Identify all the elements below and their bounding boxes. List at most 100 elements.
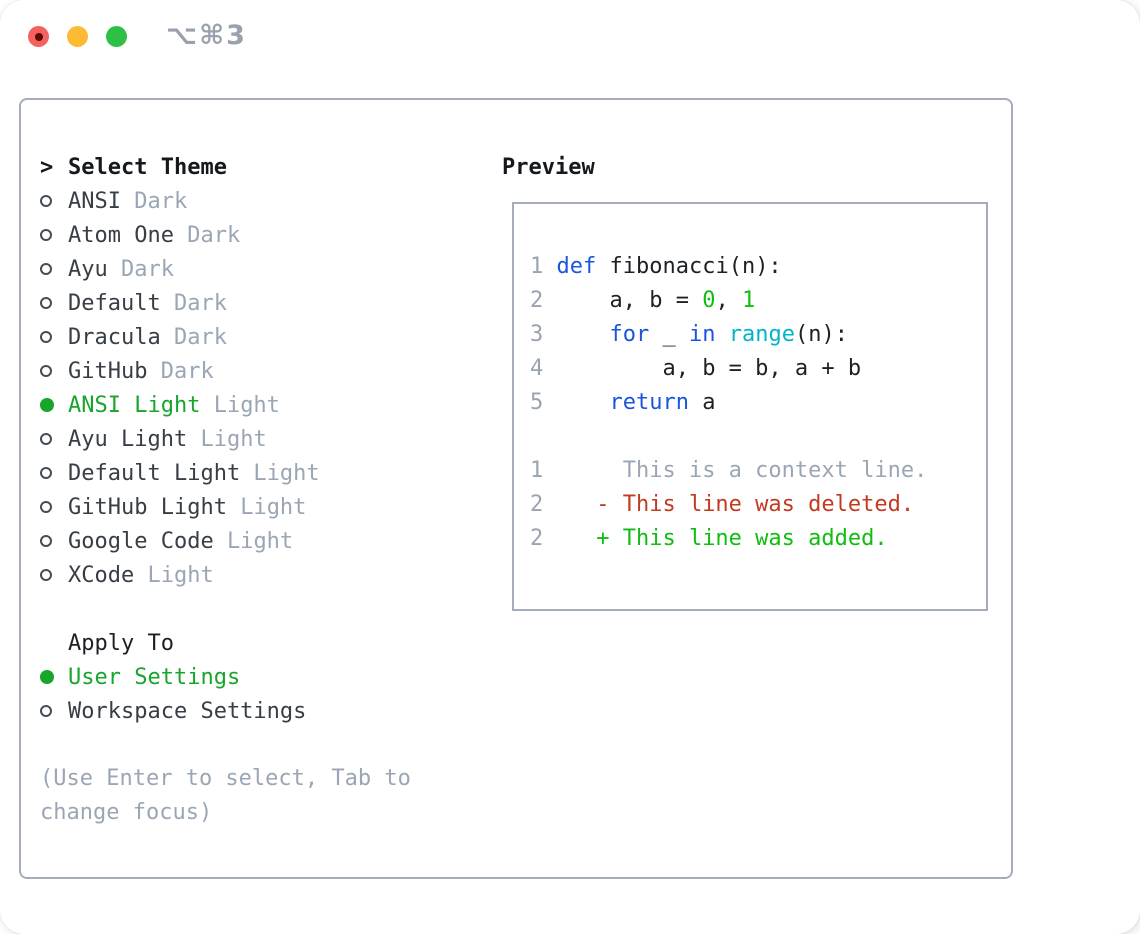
- theme-option-xcode[interactable]: XCode Light: [40, 558, 320, 592]
- radio-selected-icon: [40, 398, 54, 412]
- traffic-lights: [28, 26, 127, 47]
- theme-name: Atom One: [68, 222, 174, 248]
- theme-option-ansi-light[interactable]: ANSI Light Light: [40, 388, 320, 422]
- code-token-code: fibonacci(n):: [596, 254, 782, 279]
- close-dot-icon: [34, 32, 43, 41]
- theme-name: Ayu: [68, 256, 108, 282]
- theme-option-google-code[interactable]: Google Code Light: [40, 524, 320, 558]
- code-token-code: (n):: [794, 322, 848, 347]
- radio-unselected-icon: [40, 569, 52, 581]
- theme-name: Google Code: [68, 528, 214, 554]
- code-token-code: [543, 390, 609, 415]
- radio-unselected-icon: [40, 705, 52, 717]
- theme-name: GitHub: [68, 358, 148, 384]
- theme-option-github[interactable]: GitHub Dark: [40, 354, 320, 388]
- radio-unselected-icon: [40, 467, 52, 479]
- code-token-code: [543, 254, 556, 279]
- theme-name: Default Light: [68, 460, 241, 486]
- apply-option-user-settings[interactable]: User Settings: [40, 660, 306, 694]
- line-number: 1: [530, 458, 544, 483]
- line-number: 3: [530, 322, 544, 347]
- code-token-code: a, b = b, a + b: [543, 356, 862, 381]
- code-line: [530, 420, 986, 454]
- help-hint: (Use Enter to select, Tab to change focu…: [40, 766, 425, 825]
- code-token-literal: 0: [702, 288, 716, 313]
- theme-variant-label: Light: [240, 460, 320, 486]
- code-line: 4 a, b = b, a + b: [530, 352, 986, 386]
- line-number: 1: [530, 254, 544, 279]
- code-token-keyword: for: [609, 322, 650, 347]
- line-number: 5: [530, 390, 544, 415]
- code-token-literal: 1: [741, 288, 756, 313]
- theme-variant-label: Dark: [160, 324, 227, 350]
- theme-name: Default: [68, 290, 161, 316]
- theme-variant-label: Dark: [173, 222, 241, 248]
- theme-variant-label: Light: [226, 494, 307, 520]
- preview-title: Preview: [502, 154, 595, 180]
- theme-option-github-light[interactable]: GitHub Light Light: [40, 490, 320, 524]
- radio-unselected-icon: [40, 297, 52, 309]
- apply-to-title: Apply To: [68, 630, 174, 656]
- code-token-keyword: def: [556, 254, 597, 279]
- code-line: 3 for _ in range(n):: [530, 318, 986, 352]
- code-line: 2 a, b = 0, 1: [530, 284, 986, 318]
- radio-selected-icon: [40, 670, 54, 684]
- theme-option-default[interactable]: Default Dark: [40, 286, 320, 320]
- apply-option-workspace-settings[interactable]: Workspace Settings: [40, 694, 306, 728]
- radio-unselected-icon: [40, 501, 52, 513]
- window-title-shortcut: ⌥⌘3: [166, 20, 247, 51]
- code-token-code: [543, 322, 609, 347]
- radio-unselected-icon: [40, 433, 52, 445]
- code-token-deleted: - This line was deleted.: [543, 492, 915, 517]
- code-line: 5 return a: [530, 386, 986, 420]
- code-line: 1 def fibonacci(n):: [530, 250, 986, 284]
- code-line: 2 - This line was deleted.: [530, 488, 986, 522]
- radio-unselected-icon: [40, 331, 52, 343]
- apply-option-label: User Settings: [68, 664, 241, 690]
- theme-name: ANSI: [68, 188, 121, 214]
- theme-option-default-light[interactable]: Default Light Light: [40, 456, 320, 490]
- apply-option-label: Workspace Settings: [68, 698, 307, 724]
- radio-unselected-icon: [40, 263, 52, 275]
- code-token-keyword: in: [688, 322, 716, 347]
- minimize-button[interactable]: [67, 26, 88, 47]
- line-number: 4: [530, 356, 544, 381]
- zoom-button[interactable]: [106, 26, 127, 47]
- code-line: 1 This is a context line.: [530, 454, 986, 488]
- theme-option-ayu-light[interactable]: Ayu Light Light: [40, 422, 320, 456]
- theme-list-title: Select Theme: [68, 154, 227, 180]
- close-button[interactable]: [28, 26, 49, 47]
- code-token-code: ,: [715, 288, 742, 313]
- selection-caret-icon: >: [40, 154, 54, 180]
- code-token-keyword: return: [609, 390, 689, 415]
- code-line: 2 + This line was added.: [530, 522, 986, 556]
- radio-unselected-icon: [40, 535, 52, 547]
- radio-unselected-icon: [40, 365, 52, 377]
- line-number: 2: [530, 526, 544, 551]
- theme-variant-label: Dark: [120, 188, 188, 214]
- code-token-code: _: [649, 322, 689, 347]
- theme-variant-label: Dark: [160, 290, 227, 316]
- theme-option-atom-one[interactable]: Atom One Dark: [40, 218, 320, 252]
- theme-variant-label: Dark: [147, 358, 214, 384]
- theme-list-header: > Select Theme: [40, 150, 320, 184]
- theme-option-dracula[interactable]: Dracula Dark: [40, 320, 320, 354]
- code-token-code: [715, 322, 728, 347]
- code-token-code: a, b =: [543, 288, 703, 313]
- theme-option-ayu[interactable]: Ayu Dark: [40, 252, 320, 286]
- theme-option-ansi[interactable]: ANSI Dark: [40, 184, 320, 218]
- radio-unselected-icon: [40, 229, 52, 241]
- theme-name: GitHub Light: [68, 494, 227, 520]
- theme-name: XCode: [68, 562, 135, 588]
- code-token-builtin: range: [728, 322, 795, 347]
- theme-name: Dracula: [68, 324, 161, 350]
- code-token-code: a: [688, 390, 716, 415]
- theme-variant-label: Dark: [107, 256, 174, 282]
- theme-name: ANSI Light: [68, 392, 201, 418]
- theme-variant-label: Light: [134, 562, 214, 588]
